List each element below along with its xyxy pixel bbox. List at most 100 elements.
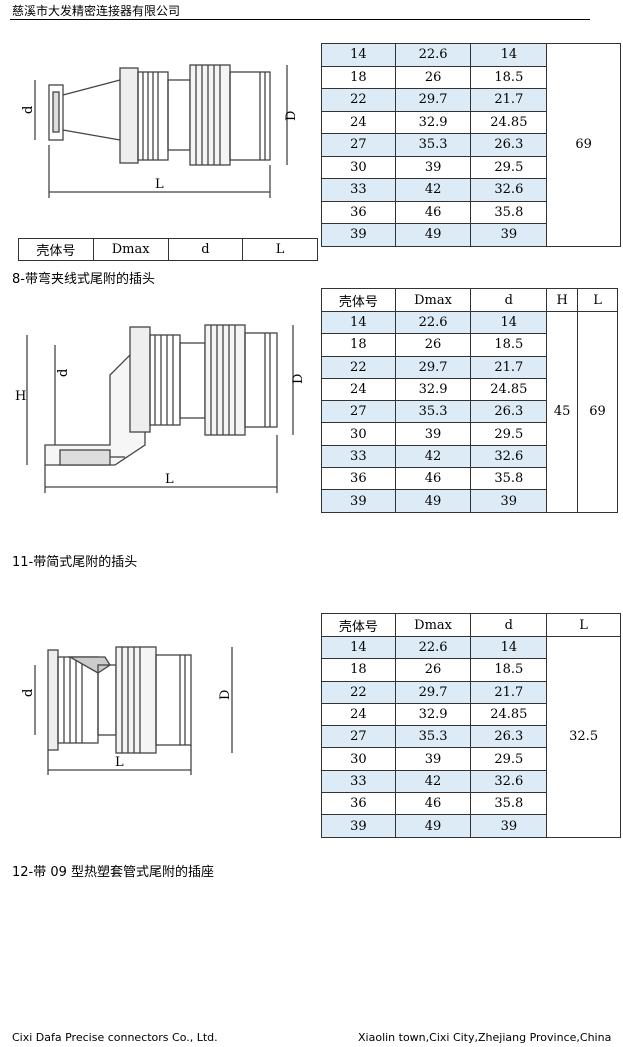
- table-cell: 39: [394, 747, 472, 771]
- table-cell: 24.85: [470, 377, 548, 402]
- table-cell: 壳体号: [321, 613, 396, 637]
- table-cell: 26.3: [470, 133, 548, 157]
- table-cell: 29.5: [470, 747, 548, 771]
- table-cell: 39: [470, 814, 548, 838]
- table-cell: 36: [321, 467, 396, 491]
- table-cell: 35.3: [394, 133, 472, 157]
- table-cell: Dmax: [394, 288, 472, 312]
- table-cell: 26.3: [470, 725, 548, 749]
- table-cell: 39: [321, 814, 396, 838]
- footer-company: Cixi Dafa Precise connectors Co., Ltd.: [12, 1031, 218, 1044]
- table-cell: 32.9: [394, 702, 472, 727]
- table-cell: 46: [394, 792, 472, 816]
- table-cell: 22.6: [394, 310, 472, 335]
- table-cell: 14: [321, 310, 396, 335]
- table-cell: 30: [321, 155, 396, 179]
- connector-drawing-1: d D L: [21, 64, 299, 198]
- dim-D-label: D: [218, 690, 233, 700]
- table-cell: 35.3: [394, 725, 472, 749]
- table-cell: 24: [321, 377, 396, 402]
- table-cell: 22.6: [394, 43, 472, 67]
- table-cell: 39: [394, 155, 472, 179]
- table-cell: 22: [321, 88, 396, 112]
- company-header: 慈溪市大发精密连接器有限公司: [12, 4, 181, 18]
- table-cell: 42: [394, 769, 472, 794]
- table-cell: 32.6: [470, 444, 548, 469]
- header-d: d: [167, 238, 244, 261]
- connector-drawing-2: H d D L: [15, 324, 306, 493]
- table-cell: 27: [321, 133, 396, 157]
- table-cell: 39: [470, 223, 548, 247]
- header-L: L: [242, 238, 318, 261]
- table-cell: 18: [321, 333, 396, 357]
- table-cell: 30: [321, 422, 396, 446]
- table-cell: 33: [321, 178, 396, 202]
- table-cell: 30: [321, 747, 396, 771]
- table-row: 壳体号 Dmax d L: [18, 238, 318, 261]
- table-cell: 24.85: [470, 702, 548, 727]
- dim-L-label: L: [165, 472, 174, 487]
- table-next-header: 壳体号 Dmax d L: [18, 238, 318, 261]
- table-cell: 42: [394, 178, 472, 202]
- table-cell: 39: [470, 489, 548, 513]
- table-cell: d: [470, 613, 548, 637]
- table-cell: H: [546, 288, 579, 312]
- table-cell: 33: [321, 444, 396, 469]
- table-cell: 21.7: [470, 355, 548, 379]
- table-cell: 24.85: [470, 110, 548, 134]
- table-cell: 14: [470, 635, 548, 660]
- table-cell: 49: [394, 814, 472, 838]
- table-cell: 壳体号: [321, 288, 396, 312]
- section-11-title: 11-带简式尾附的插头: [12, 555, 138, 570]
- footer-address: Xiaolin town,Cixi City,Zhejiang Province…: [358, 1031, 612, 1044]
- table-cell: 32.9: [394, 377, 472, 402]
- table-cell: 14: [470, 43, 548, 67]
- table-cell: L: [577, 288, 618, 312]
- table-cell: 18: [321, 658, 396, 682]
- table-3-L-value: 32.5: [546, 636, 621, 838]
- table-cell: 49: [394, 489, 472, 513]
- table-cell: 36: [321, 792, 396, 816]
- table-cell: 24: [321, 702, 396, 727]
- table-cell: 29.5: [470, 422, 548, 446]
- table-2-H-value: 45: [546, 311, 579, 513]
- table-cell: 39: [321, 489, 396, 513]
- dim-L-label: L: [155, 177, 164, 192]
- dim-H-label: H: [15, 389, 26, 404]
- connector-drawing-3: d D L: [21, 646, 233, 775]
- table-cell: 42: [394, 444, 472, 469]
- section-12-title: 12-带 09 型热塑套管式尾附的插座: [12, 865, 215, 880]
- table-cell: 27: [321, 725, 396, 749]
- table-cell: 24: [321, 110, 396, 134]
- dim-D-label: D: [284, 111, 299, 121]
- table-cell: 18.5: [470, 333, 548, 357]
- table-2-L-value: 69: [577, 311, 618, 513]
- table-cell: 21.7: [470, 680, 548, 704]
- table-cell: 29.7: [394, 680, 472, 704]
- table-cell: 32.9: [394, 110, 472, 134]
- table-cell: 36: [321, 200, 396, 224]
- table-cell: 18.5: [470, 65, 548, 89]
- table-cell: 32.6: [470, 178, 548, 202]
- table-cell: 35.8: [470, 200, 548, 224]
- table-cell: 18: [321, 65, 396, 89]
- table-cell: 26: [394, 333, 472, 357]
